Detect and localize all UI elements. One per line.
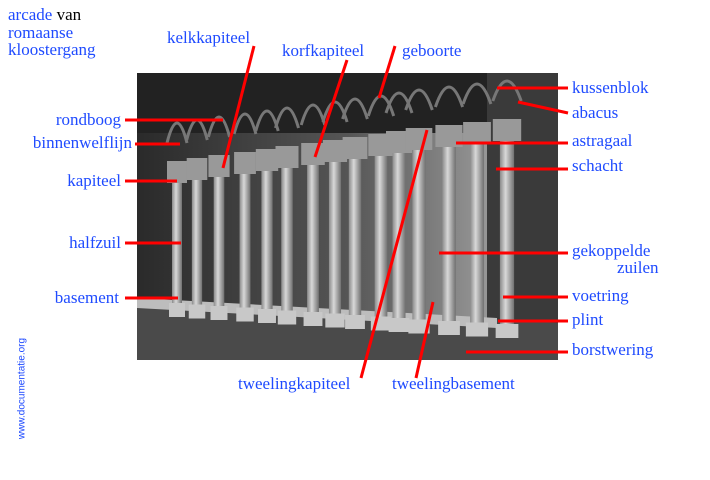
title-van: van xyxy=(56,5,82,24)
column-shaft xyxy=(261,171,273,309)
column-shaft xyxy=(499,141,515,324)
column-base xyxy=(277,310,297,325)
label-zuilen: zuilen xyxy=(617,258,659,277)
arch xyxy=(165,121,189,144)
arch xyxy=(491,79,523,102)
capital xyxy=(386,131,412,153)
arch xyxy=(461,82,493,105)
capital xyxy=(255,149,279,171)
label-tweelingbasement: tweelingbasement xyxy=(392,374,515,393)
column-base xyxy=(303,312,323,326)
arch xyxy=(341,97,369,120)
column-shaft xyxy=(239,174,251,308)
leader-abacus xyxy=(517,100,569,115)
column-base xyxy=(188,304,206,319)
capital xyxy=(492,119,522,141)
title-romaanse: romaanse xyxy=(8,23,74,42)
column-base xyxy=(258,309,276,323)
label-voetring: voetring xyxy=(572,286,629,305)
column-shaft xyxy=(412,150,426,320)
leader-korfkapiteel xyxy=(313,59,349,158)
watermark: www.documentatie.org xyxy=(16,337,28,440)
label-binnenwelflijn: binnenwelflijn xyxy=(32,133,132,152)
column-base xyxy=(325,313,345,328)
title-arcade: arcade xyxy=(8,5,53,24)
label-korfkapiteel: korfkapiteel xyxy=(282,41,365,60)
capital xyxy=(167,161,187,183)
capital xyxy=(342,137,368,159)
capital xyxy=(186,158,208,180)
column-base xyxy=(236,307,254,322)
label-schacht: schacht xyxy=(572,156,623,175)
leader-tweelingkapiteel xyxy=(359,129,429,379)
capital xyxy=(275,146,299,168)
label-halfzuil: halfzuil xyxy=(69,233,121,252)
label-gekoppelde: gekoppelde xyxy=(572,241,651,260)
column-shaft xyxy=(307,165,319,312)
label-kussenblok: kussenblok xyxy=(572,78,649,97)
leader-tweelingbasement xyxy=(414,301,435,379)
column-base xyxy=(388,318,410,332)
column-base xyxy=(210,306,228,320)
column-shaft xyxy=(191,180,203,305)
label-astragaal: astragaal xyxy=(572,131,633,150)
leader-kelkkapiteel xyxy=(221,45,256,169)
column-base xyxy=(408,319,430,334)
column-shaft xyxy=(328,162,342,314)
label-borstwering: borstwering xyxy=(572,340,654,359)
column-base xyxy=(495,324,519,338)
column-base xyxy=(438,321,460,335)
capital xyxy=(234,152,256,174)
label-basement: basement xyxy=(54,288,119,307)
label-tweelingkapiteel: tweelingkapiteel xyxy=(238,374,351,393)
label-rondboog: rondboog xyxy=(55,110,121,129)
capital xyxy=(435,125,463,147)
cloister-photo xyxy=(137,73,558,360)
column-shaft xyxy=(281,168,293,311)
column-shaft xyxy=(348,159,362,315)
label-kelkkapiteel: kelkkapiteel xyxy=(167,28,251,47)
arch xyxy=(274,106,300,129)
capital xyxy=(322,140,348,162)
label-plint: plint xyxy=(572,310,604,329)
arch xyxy=(433,85,465,108)
column-shaft xyxy=(470,144,484,323)
arch xyxy=(384,91,414,114)
column-base xyxy=(169,303,185,317)
column-base xyxy=(345,315,365,329)
column-shaft xyxy=(442,147,456,321)
title-kloostergang: kloostergang xyxy=(8,40,96,59)
label-geboorte: geboorte xyxy=(402,41,462,60)
column-shaft xyxy=(213,177,225,306)
column-shaft xyxy=(374,156,388,317)
label-abacus: abacus xyxy=(572,103,619,122)
column-base xyxy=(465,322,489,337)
arch xyxy=(206,115,232,138)
arch xyxy=(404,88,434,111)
arch xyxy=(232,112,258,135)
capital xyxy=(463,122,491,144)
leader-geboorte xyxy=(377,45,397,99)
label-kapiteel: kapiteel xyxy=(67,171,121,190)
